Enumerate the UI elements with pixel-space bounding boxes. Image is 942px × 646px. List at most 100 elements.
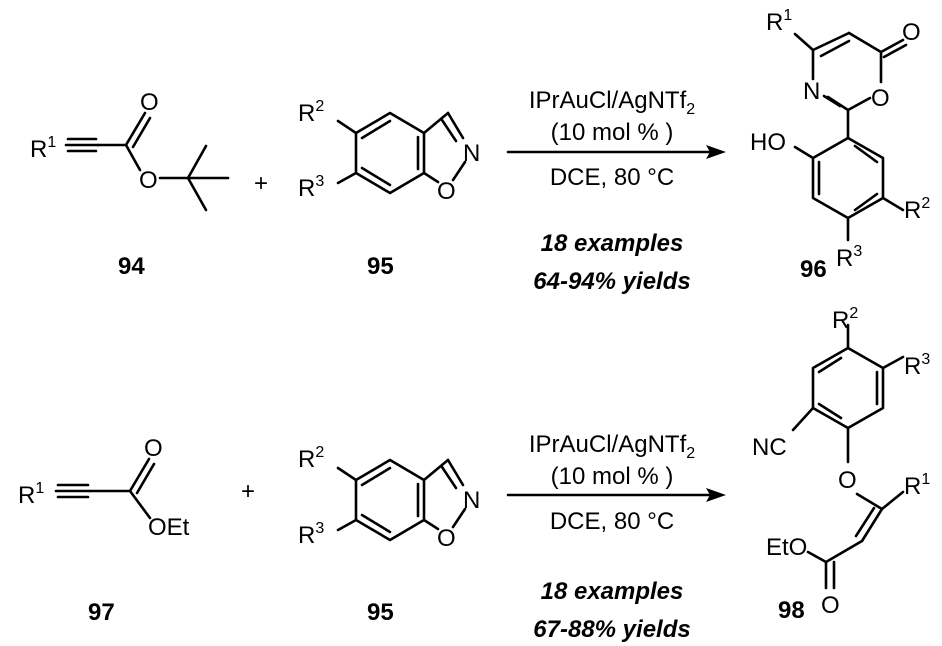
bond — [124, 111, 147, 147]
bond — [128, 489, 152, 520]
compound-label-95-bottom: 95 — [367, 599, 394, 626]
r2-label-95-2: R2 — [298, 444, 324, 473]
compound-label-98: 98 — [778, 597, 805, 624]
ring-o-96: O — [871, 85, 890, 112]
ester-oet-97: OEt — [148, 514, 190, 541]
bond — [817, 356, 843, 374]
carbonyl-o-97: O — [144, 435, 163, 462]
bond — [336, 466, 358, 482]
product-96-structure: R1 O O N HO R2 R3 — [750, 7, 930, 272]
bond — [847, 31, 883, 54]
carbonyl-o-94: O — [140, 89, 159, 116]
aryl-ring-98 — [811, 346, 885, 430]
yields-1: 64-94% yields — [533, 268, 690, 295]
bond — [881, 355, 905, 370]
hydroxyl-96: HO — [750, 129, 786, 156]
compound-label-94: 94 — [118, 253, 145, 280]
n-96: N — [803, 78, 820, 105]
bond — [881, 196, 905, 212]
bond — [186, 144, 208, 180]
benzene-ring — [354, 111, 426, 195]
bond — [819, 39, 851, 58]
bond — [336, 171, 358, 185]
yields-2: 67-88% yields — [533, 616, 690, 643]
bond — [440, 465, 458, 490]
nitrile-98: NC — [752, 434, 787, 461]
bond — [422, 171, 440, 184]
bond — [817, 402, 843, 420]
bond — [336, 119, 358, 135]
bond — [793, 145, 815, 160]
reactant-95-structure-2: N O R2 R3 — [298, 444, 480, 552]
solvent-temp-2: DCE, 80 °C — [550, 508, 674, 535]
compound-label-97: 97 — [88, 599, 115, 626]
bond — [186, 176, 208, 212]
bond — [336, 518, 358, 532]
n-95: N — [463, 140, 480, 167]
bond — [422, 518, 440, 531]
plus-sign-1: + — [254, 170, 268, 197]
bond — [882, 43, 908, 59]
loading-2: (10 mol % ) — [551, 463, 674, 490]
bond — [422, 458, 450, 482]
ether-o-98: O — [838, 467, 857, 494]
bond — [854, 506, 876, 538]
r3-label-95-2: R3 — [298, 520, 324, 549]
solvent-temp-1: DCE, 80 °C — [550, 164, 674, 191]
r1-label-97: R1 — [18, 480, 44, 509]
o-95-2: O — [437, 525, 456, 552]
bond — [446, 111, 465, 140]
bond — [124, 143, 142, 172]
bond — [446, 458, 465, 487]
reactant-94-structure: R1 O O — [30, 89, 230, 212]
bond — [879, 38, 905, 54]
bond — [806, 550, 828, 564]
carbonyl-o-98: O — [821, 592, 840, 619]
r1-label-98: R1 — [904, 471, 930, 500]
catalyst-2: IPrAuCl/AgNTf2 — [529, 431, 695, 462]
bond — [793, 32, 815, 52]
bond — [824, 539, 864, 564]
bond — [360, 166, 392, 187]
benzene-ring-2 — [354, 458, 426, 542]
compound-label-95-top: 95 — [367, 253, 394, 280]
ester-eto-98: EtO — [766, 534, 807, 561]
bond — [360, 513, 392, 534]
bond — [853, 192, 879, 212]
r3-label-95: R3 — [298, 173, 324, 202]
r1-label-94: R1 — [30, 134, 56, 163]
plus-sign-2: + — [241, 478, 255, 505]
bond — [422, 111, 450, 135]
bond — [855, 492, 884, 511]
bond — [846, 96, 872, 112]
phenol-ring — [811, 136, 885, 220]
ester-o-94: O — [139, 167, 158, 194]
bond — [451, 507, 467, 529]
bond — [360, 119, 392, 140]
loading-1: (10 mol % ) — [551, 119, 674, 146]
examples-1: 18 examples — [541, 230, 684, 257]
r2-label-98: R2 — [832, 305, 858, 334]
catalyst-1: IPrAuCl/AgNTf2 — [529, 87, 695, 118]
arrow-head-2 — [706, 488, 726, 502]
o-95: O — [437, 178, 456, 205]
bond — [135, 462, 156, 495]
bond — [440, 118, 458, 143]
arrow-head-1 — [706, 145, 726, 159]
r2-label-96: R2 — [904, 195, 930, 224]
bond — [853, 144, 879, 164]
bond — [822, 94, 842, 108]
bond — [811, 31, 851, 52]
r1-label-96: R1 — [766, 7, 792, 36]
r2-label-95: R2 — [298, 98, 324, 127]
n-95-2: N — [463, 487, 480, 514]
reactant-95-structure: N O R2 R3 — [298, 98, 480, 205]
reactant-97-structure: R1 O OEt — [18, 435, 190, 541]
bond — [860, 507, 884, 543]
bond — [791, 406, 815, 432]
r3-label-96: R3 — [836, 243, 862, 272]
product-98-structure: R2 R3 NC O R1 EtO O — [752, 305, 930, 619]
examples-2: 18 examples — [541, 578, 684, 605]
